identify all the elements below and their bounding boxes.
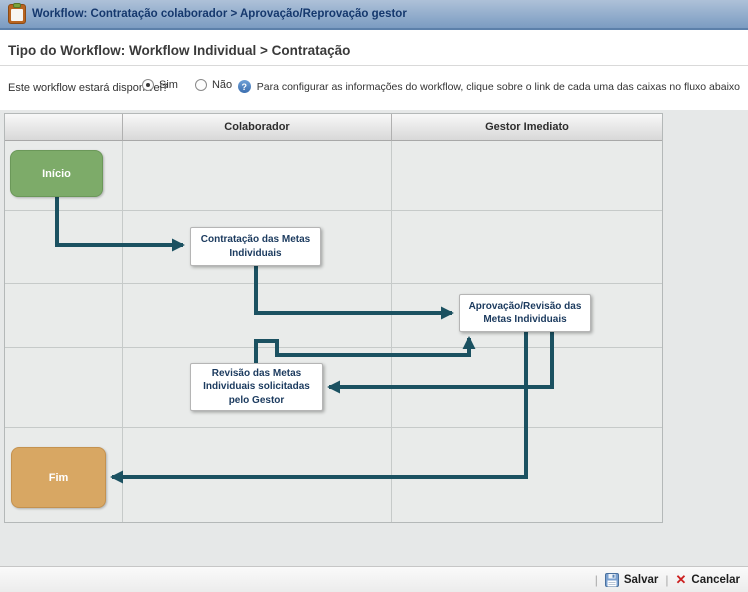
lane-cell bbox=[123, 428, 392, 522]
lane-cell bbox=[392, 141, 662, 211]
lane-header-colaborador: Colaborador bbox=[123, 114, 392, 141]
node-revisao-metas-solicitadas[interactable]: Revisão das Metas Individuais solicitada… bbox=[190, 363, 323, 411]
lane-cell bbox=[392, 348, 662, 428]
node-aprovacao-revisao-metas[interactable]: Aprovação/Revisão das Metas Individuais bbox=[459, 294, 591, 332]
lane-header-empty bbox=[5, 114, 123, 141]
lane-cell bbox=[392, 428, 662, 522]
availability-question: Este workflow estará disponível? bbox=[8, 82, 169, 94]
lane-cell bbox=[5, 348, 123, 428]
footer-bar: | Salvar | ✕ Cancelar bbox=[0, 566, 748, 592]
node-inicio[interactable]: Início bbox=[10, 150, 103, 197]
lane-header-gestor: Gestor Imediato bbox=[392, 114, 662, 141]
cancel-button[interactable]: ✕ Cancelar bbox=[676, 573, 741, 586]
lane-cell bbox=[123, 141, 392, 211]
radio-yes[interactable] bbox=[142, 79, 154, 91]
window-titlebar: Workflow: Contratação colaborador > Apro… bbox=[0, 0, 748, 30]
divider bbox=[0, 65, 748, 66]
save-floppy-icon bbox=[604, 572, 619, 587]
clipboard-icon bbox=[8, 3, 26, 24]
lane-cell bbox=[5, 284, 123, 348]
help-block: ? Para configurar as informações do work… bbox=[237, 80, 740, 93]
subheader: Tipo do Workflow: Workflow Individual > … bbox=[0, 30, 748, 110]
help-icon[interactable]: ? bbox=[237, 80, 251, 93]
lane-cell bbox=[123, 284, 392, 348]
window-title: Workflow: Contratação colaborador > Apro… bbox=[32, 8, 407, 20]
radio-no[interactable] bbox=[194, 79, 207, 91]
node-fim[interactable]: Fim bbox=[11, 447, 106, 508]
save-button-label: Salvar bbox=[623, 573, 659, 586]
radio-no-label[interactable]: Não bbox=[211, 79, 233, 91]
page-title: Tipo do Workflow: Workflow Individual > … bbox=[8, 43, 351, 58]
radio-yes-label[interactable]: Sim bbox=[159, 79, 178, 91]
lane-cell bbox=[5, 211, 123, 284]
cancel-x-icon: ✕ bbox=[675, 572, 687, 587]
availability-radio-group: Sim Não bbox=[142, 79, 244, 91]
lane-cell bbox=[392, 211, 662, 284]
node-contratacao-metas[interactable]: Contratação das Metas Individuais bbox=[190, 227, 321, 266]
options-row: Este workflow estará disponível? Sim Não… bbox=[0, 66, 748, 110]
footer-separator: | bbox=[665, 572, 669, 587]
help-text: Para configurar as informações do workfl… bbox=[256, 80, 740, 93]
footer-separator: | bbox=[594, 572, 598, 587]
cancel-button-label: Cancelar bbox=[691, 573, 740, 586]
workflow-canvas: Colaborador Gestor Imediato bbox=[0, 110, 748, 566]
save-button[interactable]: Salvar bbox=[604, 572, 659, 587]
